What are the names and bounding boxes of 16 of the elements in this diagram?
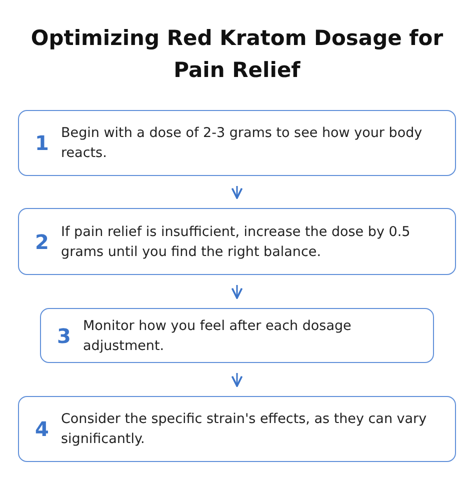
step-number: 1	[34, 131, 50, 155]
step-text: Consider the specific strain's effects, as they can vary significantly.	[61, 410, 428, 449]
step-number: 2	[34, 230, 50, 254]
arrow	[231, 373, 243, 387]
step-number: 3	[56, 324, 72, 348]
arrow	[231, 186, 243, 199]
step-box	[18, 208, 456, 275]
step-text: Begin with a dose of 2-3 grams to see how your body reacts.	[61, 124, 424, 163]
step-text: Monitor how you feel after each dosage adjustment.	[83, 316, 352, 356]
arrow	[231, 285, 243, 299]
step-box	[18, 110, 456, 176]
step-box	[18, 396, 456, 462]
step-number: 4	[34, 417, 50, 441]
step-box	[40, 308, 434, 363]
step-text: If pain relief is insufficient, increase the dose by 0.5 grams until you find the right balance.	[61, 222, 412, 262]
title: Optimizing Red Kratom Dosage for Pain Relief	[30, 25, 444, 84]
